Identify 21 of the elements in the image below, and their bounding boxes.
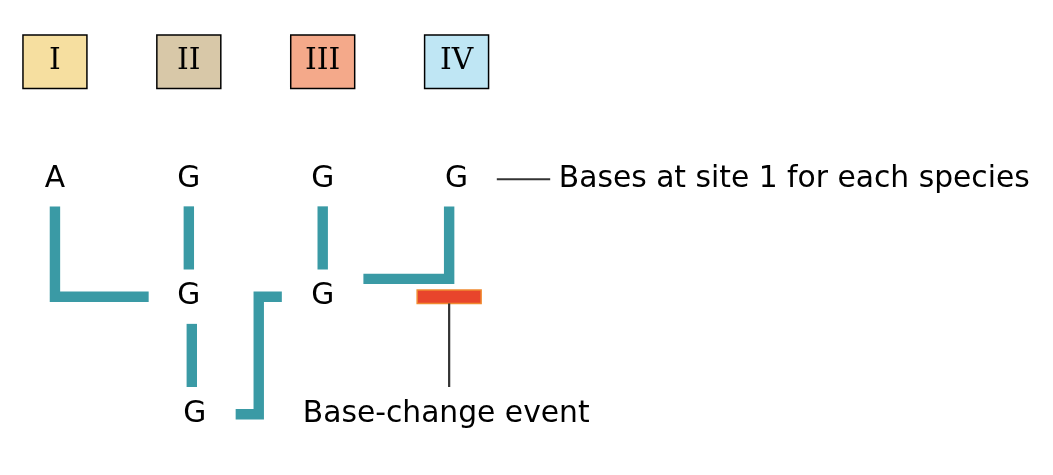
node-text: G bbox=[177, 158, 201, 194]
node-text: Base-change event bbox=[302, 393, 590, 429]
node-text: G bbox=[311, 158, 335, 194]
connector bbox=[49, 206, 149, 302]
node-box: III bbox=[289, 33, 356, 89]
node-text: G bbox=[311, 275, 335, 311]
node-text: G bbox=[445, 158, 469, 194]
node-box: I bbox=[22, 33, 88, 89]
node-text: G bbox=[177, 275, 201, 311]
node-box: II bbox=[156, 33, 222, 89]
node-text: G bbox=[183, 393, 207, 429]
connector bbox=[186, 323, 197, 387]
node-text: A bbox=[44, 158, 66, 194]
node-box: IV bbox=[423, 33, 490, 89]
connector bbox=[496, 177, 551, 180]
node-text: Bases at site 1 for each species bbox=[558, 158, 1030, 194]
connector bbox=[183, 205, 195, 269]
connector bbox=[363, 206, 455, 284]
node-bar bbox=[416, 288, 482, 304]
connector bbox=[448, 302, 451, 387]
connector bbox=[317, 205, 328, 269]
